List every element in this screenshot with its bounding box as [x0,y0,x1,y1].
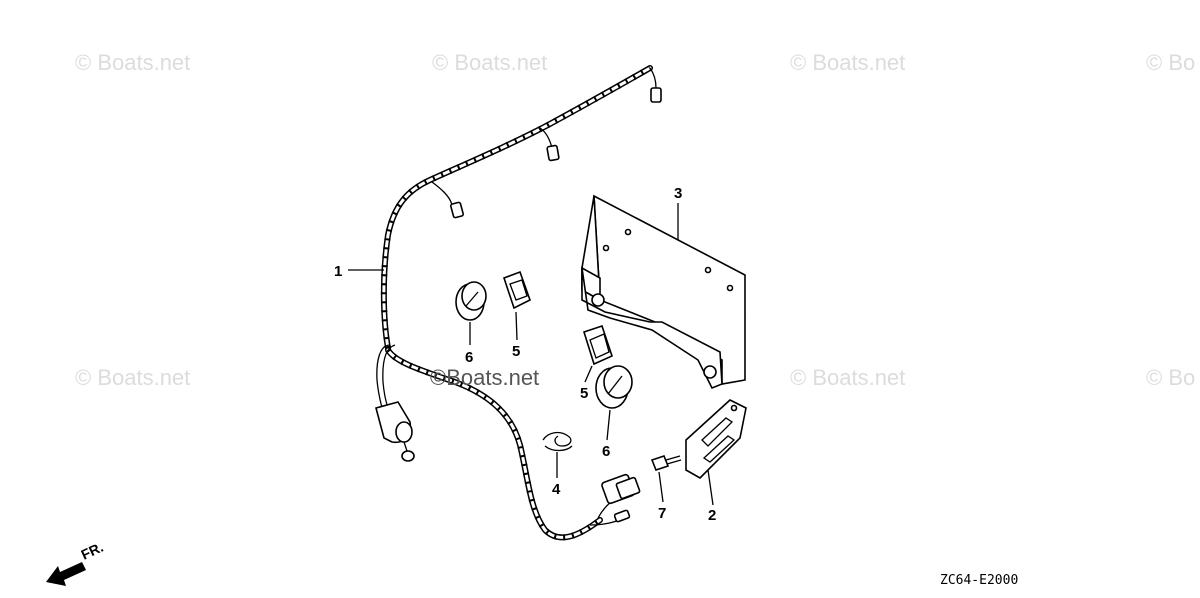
front-direction-indicator: FR. [46,539,106,586]
clamp-upper [455,281,487,321]
callout-1: 1 [334,263,342,280]
leader-line [584,365,593,383]
holder-upper [502,270,531,310]
callout-2: 2 [708,507,716,524]
diagram-code: ZC64-E2000 [940,573,1018,588]
leader-line [707,469,714,506]
arrow-left-icon [46,562,86,586]
clamp-lower [595,365,633,409]
watermark: © Bo [1146,50,1195,75]
callout-6-upper: 6 [465,349,473,366]
callout-4: 4 [552,481,561,498]
watermark: © Boats.net [790,365,905,390]
watermark: © Boats.net [432,50,547,75]
watermark: © Boats.net [75,50,190,75]
callout-5-upper: 5 [512,343,520,360]
callout-3: 3 [674,185,682,202]
small-plate [685,399,747,479]
watermark: © Bo [1146,365,1195,390]
bolt [650,455,682,471]
callout-7: 7 [658,505,666,522]
leader-line [515,311,518,341]
leader-line [606,409,611,441]
wire-harness [375,65,662,541]
clip [542,431,573,452]
callout-5-lower: 5 [580,385,588,402]
center-watermark: ©Boats.net [430,365,539,390]
leader-line [658,471,664,503]
bracket-plate [581,194,746,390]
watermark: © Boats.net [790,50,905,75]
direction-label: FR. [79,539,106,563]
holder-lower [583,324,613,366]
callout-6-lower: 6 [602,443,610,460]
watermark: © Boats.net [75,365,190,390]
